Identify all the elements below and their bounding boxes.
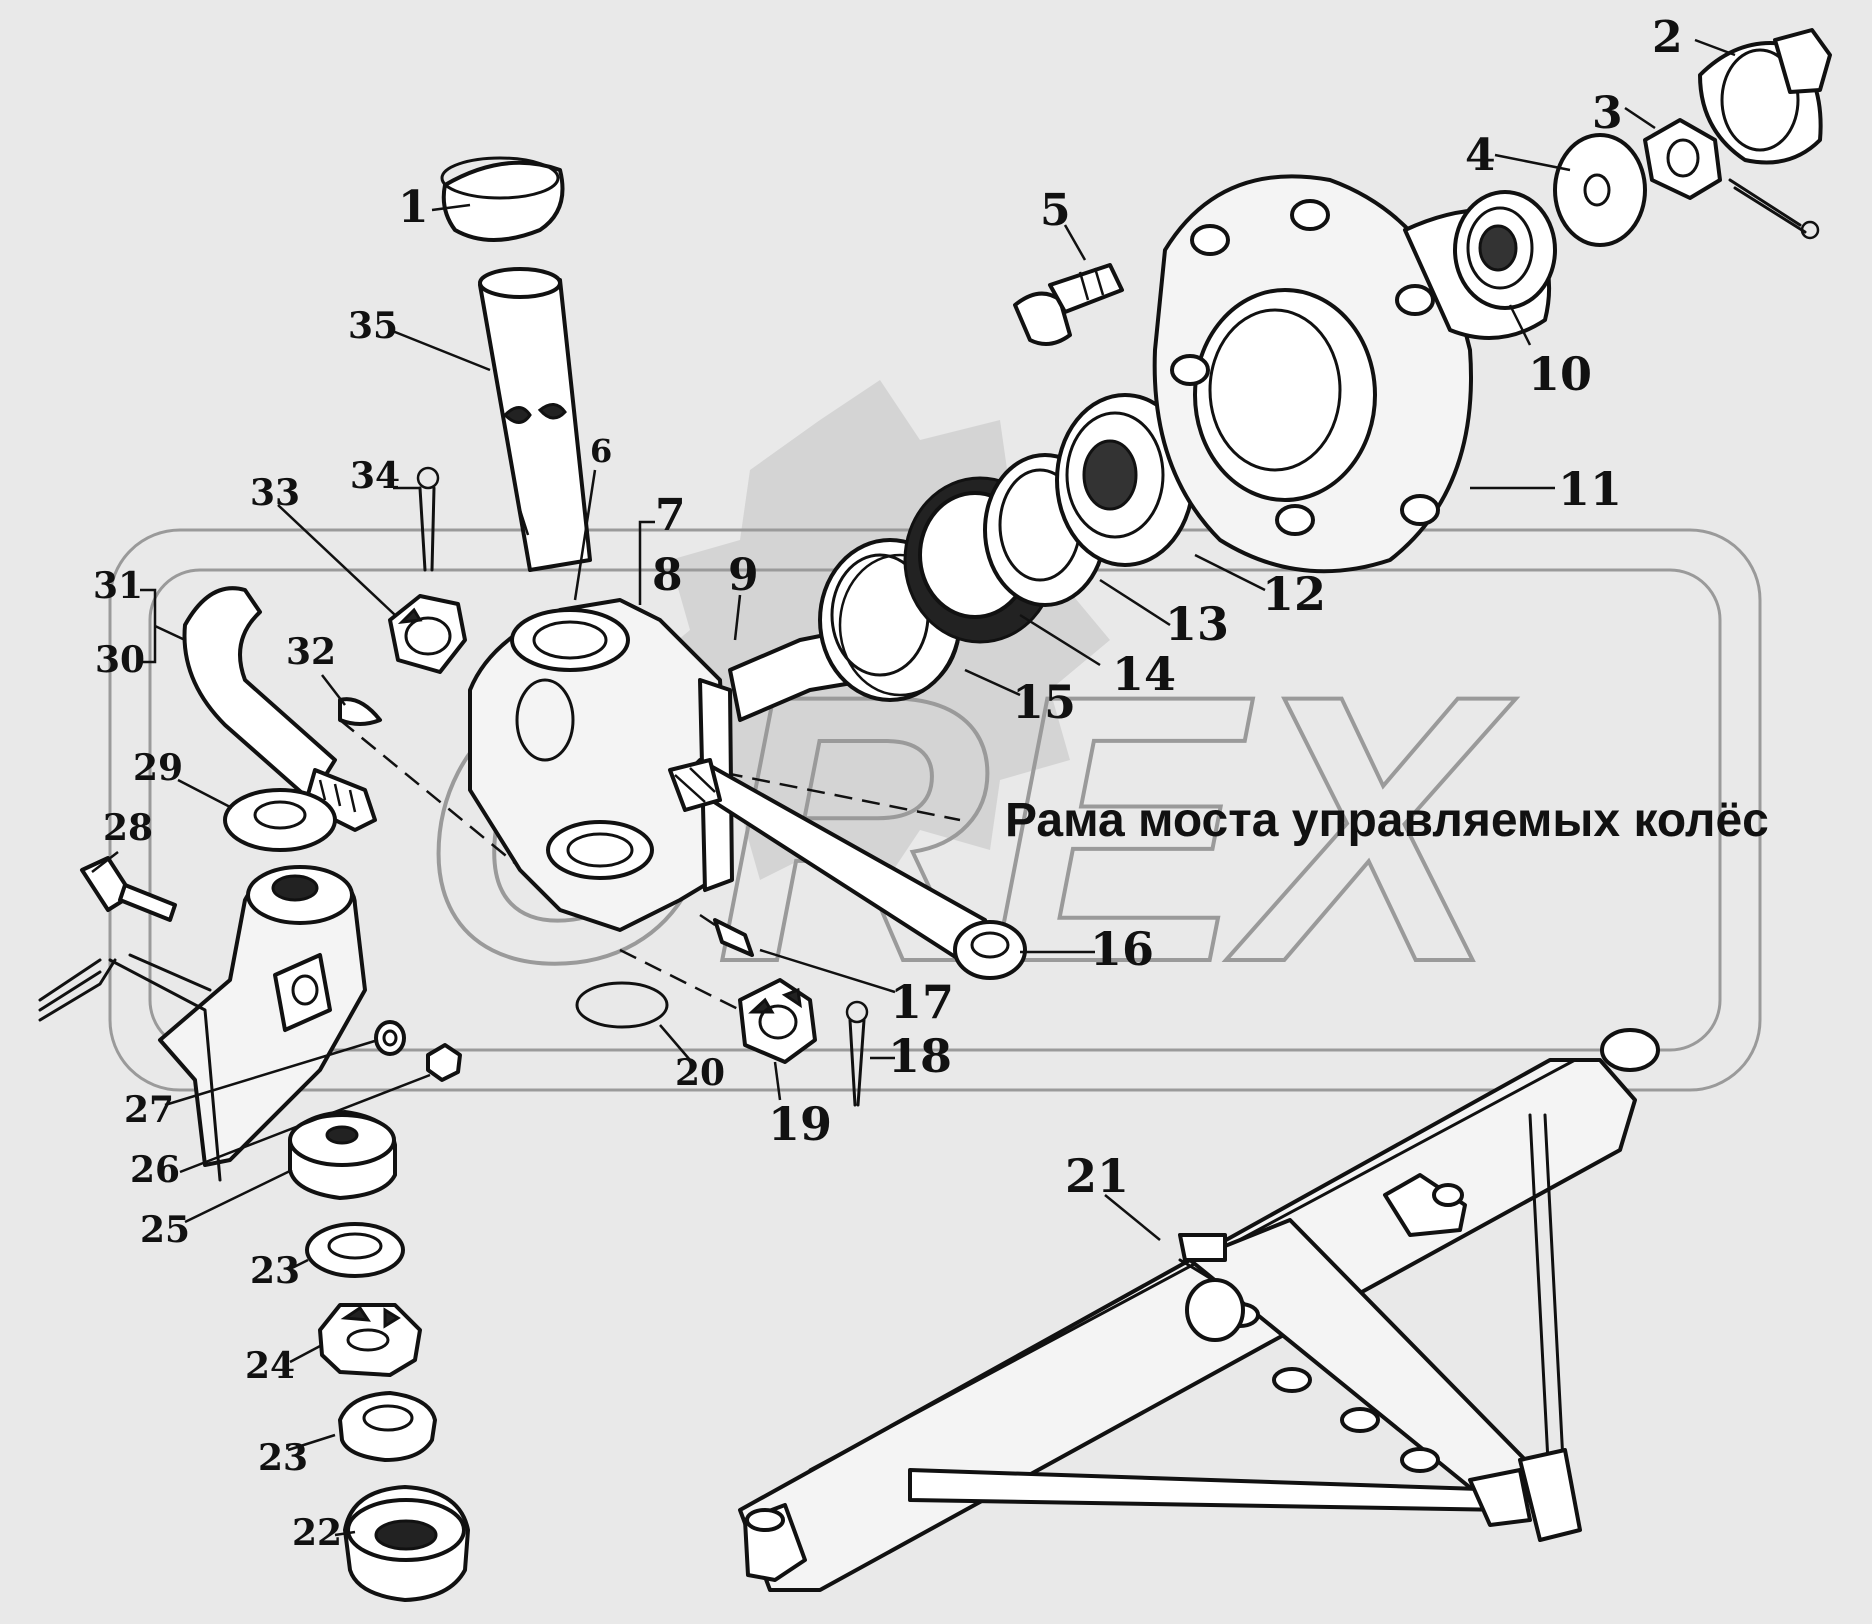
callout-1: 1 <box>398 182 429 233</box>
part-23-washer-upper <box>305 1222 405 1278</box>
callout-10: 10 <box>1528 347 1592 401</box>
callout-16: 16 <box>1090 922 1154 976</box>
part-33-castle-nut <box>388 594 467 674</box>
part-20-o-ring <box>575 981 669 1029</box>
part-27-lock-washer <box>374 1020 406 1056</box>
part-34-cotter-pin <box>416 466 440 572</box>
hub-cotter-pin <box>1728 178 1820 240</box>
callout-14: 14 <box>1112 647 1176 701</box>
part-12-inner-bearing <box>1055 393 1195 567</box>
part-23-washer-lower <box>338 1391 437 1462</box>
callout-7: 7 <box>655 490 686 541</box>
callout-26: 26 <box>130 1149 180 1191</box>
callout-27: 27 <box>124 1089 174 1131</box>
callout-20: 20 <box>675 1052 725 1094</box>
callout-17: 17 <box>890 975 954 1029</box>
diagram-caption: Рама моста управляемых колёс <box>1005 794 1769 847</box>
callout-23-upper: 23 <box>250 1250 300 1292</box>
part-21-axle-frame <box>738 1028 1660 1592</box>
callout-34: 34 <box>350 455 400 497</box>
callout-6: 6 <box>590 432 612 470</box>
callout-25: 25 <box>140 1209 190 1251</box>
callout-9: 9 <box>728 550 759 601</box>
part-35-king-pin <box>478 267 592 572</box>
callout-35: 35 <box>348 305 398 347</box>
callout-33: 33 <box>250 472 300 514</box>
callout-22: 22 <box>292 1512 342 1554</box>
leader-lines <box>91 38 1736 1537</box>
callout-4: 4 <box>1465 130 1496 181</box>
callout-2: 2 <box>1652 12 1683 63</box>
callout-24: 24 <box>245 1345 295 1387</box>
part-17-grease-fitting <box>699 913 754 957</box>
part-5-wheel-bolt <box>1013 263 1124 346</box>
part-25-bushing <box>288 1110 397 1200</box>
part-3-nut <box>1643 118 1722 200</box>
callout-5: 5 <box>1040 185 1071 236</box>
callout-11: 11 <box>1558 462 1622 516</box>
callout-3: 3 <box>1592 88 1623 139</box>
callout-19: 19 <box>768 1097 832 1151</box>
part-30-31-steering-arm <box>182 586 377 832</box>
callout-31: 31 <box>93 565 143 607</box>
callout-21: 21 <box>1065 1149 1129 1203</box>
callout-28: 28 <box>103 807 153 849</box>
part-26-nut <box>426 1043 462 1082</box>
part-32-key <box>338 697 382 726</box>
part-18-cotter-pin <box>845 1000 869 1107</box>
callout-13: 13 <box>1165 597 1229 651</box>
part-10-outer-bearing <box>1453 190 1557 310</box>
part-1-cap <box>440 156 565 242</box>
part-19-castle-nut <box>738 978 817 1064</box>
callout-8: 8 <box>652 550 683 601</box>
part-24-castle-nut <box>318 1303 422 1377</box>
part-22-cup <box>343 1485 470 1602</box>
callout-30: 30 <box>95 639 145 681</box>
callout-29: 29 <box>133 747 183 789</box>
part-2-hub-cap <box>1698 28 1832 165</box>
callout-labels: 1 2 3 4 5 6 7 8 9 10 11 12 13 14 15 16 1… <box>93 12 1683 1554</box>
part-16-tie-rod-arm <box>668 758 1027 980</box>
callout-18: 18 <box>888 1029 952 1083</box>
part-29-washer <box>223 788 337 852</box>
callout-32: 32 <box>286 631 336 673</box>
callout-12: 12 <box>1262 567 1326 621</box>
callout-23-lower: 23 <box>258 1437 308 1479</box>
part-28-bolt <box>80 856 177 922</box>
part-4-washer <box>1553 133 1647 247</box>
callout-15: 15 <box>1012 675 1076 729</box>
